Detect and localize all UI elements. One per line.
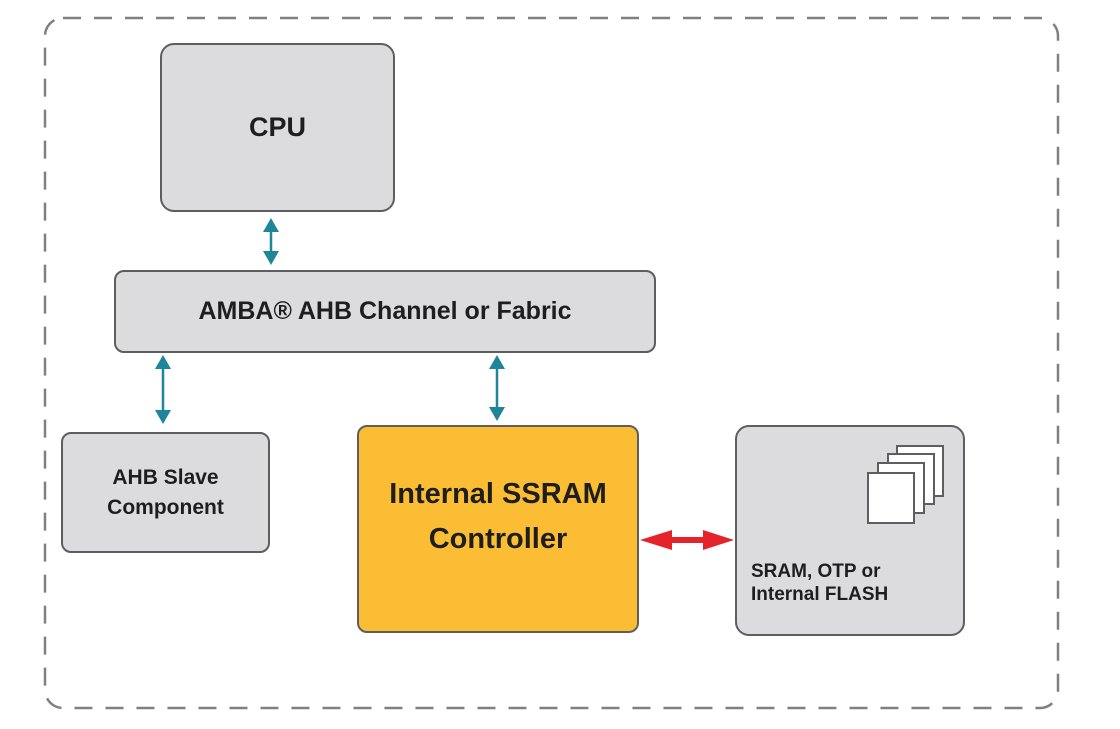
controller-label-line1: Internal SSRAM [389, 477, 607, 510]
amba-ahb-fabric-block: AMBA® AHB Channel or Fabric [114, 270, 656, 353]
ahb-slave-block: AHB Slave Component [61, 432, 270, 553]
amba-label: AMBA® AHB Channel or Fabric [198, 297, 572, 325]
ssram-controller-block: Internal SSRAM Controller [357, 425, 639, 633]
cpu-block: CPU [160, 43, 395, 212]
memory-label-line2: Internal FLASH [751, 584, 889, 605]
slave-label-line2: Component [107, 495, 224, 519]
slave-label-line1: AHB Slave [112, 465, 219, 489]
memory-block: SRAM, OTP or Internal FLASH [735, 425, 965, 636]
memory-label-line1: SRAM, OTP or [751, 561, 881, 582]
controller-label-line2: Controller [428, 522, 568, 555]
cpu-label: CPU [248, 112, 306, 142]
